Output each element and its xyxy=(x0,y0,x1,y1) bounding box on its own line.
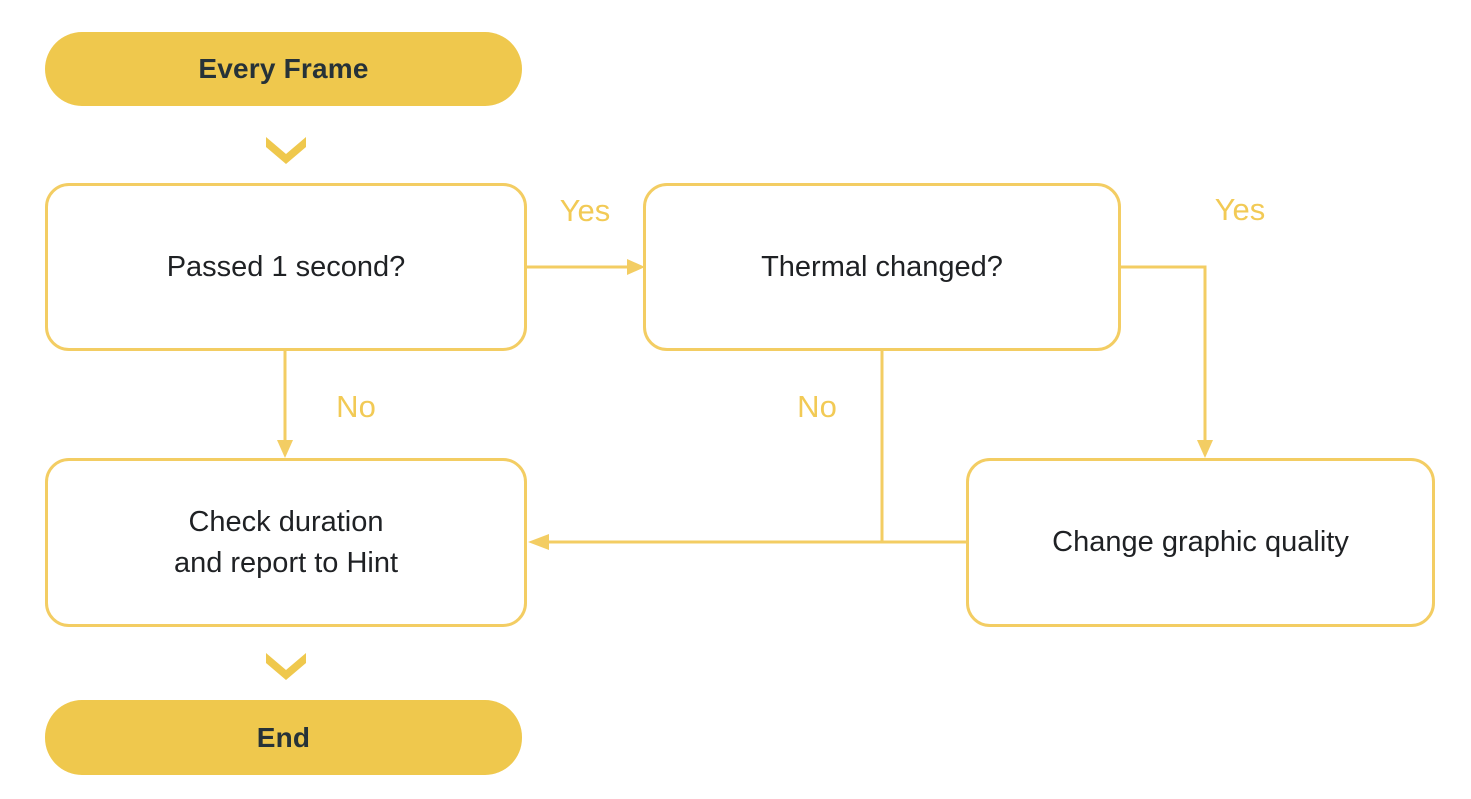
node-every-frame: Every Frame xyxy=(45,32,522,106)
node-end: End xyxy=(45,700,522,775)
edge-label-passed-no: No xyxy=(336,389,376,424)
chevron-down-icon xyxy=(266,137,306,164)
node-end-label: End xyxy=(256,721,311,753)
node-check-duration-report-hint: Check duration and report to Hint xyxy=(45,458,527,627)
edge-label-thermal-yes: Yes xyxy=(1214,192,1266,227)
node-passed-1-second-label: Passed 1 second? xyxy=(166,250,406,283)
edge-thermal-yes-line xyxy=(1121,265,1207,441)
node-passed-1-second: Passed 1 second? xyxy=(45,183,527,351)
node-change-graphic-quality: Change graphic quality xyxy=(966,458,1435,627)
arrowhead-down-icon xyxy=(277,440,293,458)
arrowhead-left-icon xyxy=(528,534,549,550)
edge-label-thermal-no: No xyxy=(797,389,837,424)
node-thermal-changed: Thermal changed? xyxy=(643,183,1121,351)
node-every-frame-label: Every Frame xyxy=(198,53,369,84)
chevron-down-icon xyxy=(266,653,306,680)
node-check-duration-report-hint-label: Check duration and report to Hint xyxy=(173,506,399,579)
edge-label-passed-yes: Yes xyxy=(559,193,611,228)
arrowhead-down-icon xyxy=(1197,440,1213,458)
node-change-graphic-quality-label: Change graphic quality xyxy=(1052,526,1349,559)
node-thermal-changed-label: Thermal changed? xyxy=(761,250,1003,283)
